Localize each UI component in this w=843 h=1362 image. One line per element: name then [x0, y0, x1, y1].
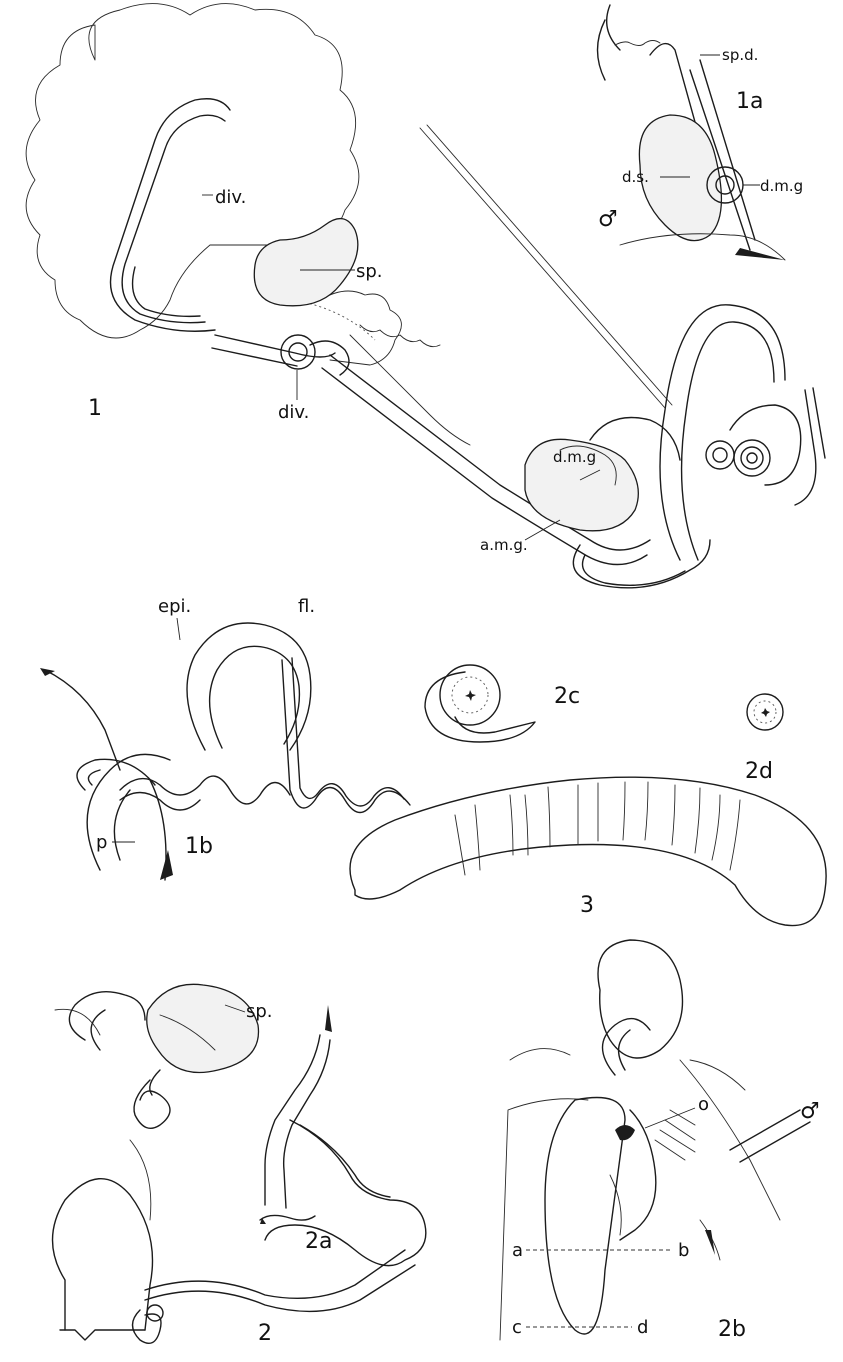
- label-amg-fig1: a.m.g.: [480, 536, 528, 554]
- figure-number-1b: 1b: [185, 834, 213, 859]
- label-spd-fig1a: sp.d.: [722, 46, 758, 64]
- label-ds-fig1a: d.s.: [622, 168, 649, 186]
- label-dmg-fig1a: d.m.g: [760, 177, 803, 195]
- label-c-fig2b: c: [512, 1317, 522, 1338]
- label-sp-fig1: sp.: [356, 261, 383, 282]
- figure-number-3: 3: [580, 893, 594, 918]
- figure-2b-detail: [500, 940, 810, 1340]
- label-p-fig1b: p: [96, 832, 107, 853]
- figure-1-reproductive-system: [26, 4, 825, 588]
- label-d-fig2b: d: [637, 1317, 648, 1338]
- figure-2c-cross-section: [425, 665, 535, 742]
- label-male-fig1a: ♂: [598, 207, 618, 232]
- figure-number-2a: 2a: [305, 1229, 332, 1254]
- figure-number-1a: 1a: [736, 89, 763, 114]
- figure-labels: 1 1a 1b 2 2a 2b 2c 2d 3 div. div. sp. d.…: [88, 46, 820, 1346]
- figure-2d-cross-section: [747, 694, 783, 730]
- figure-number-2d: 2d: [745, 759, 773, 784]
- label-div-upper: div.: [215, 187, 246, 208]
- label-fl-fig1b: fl.: [298, 596, 315, 617]
- figure-2-genitalia: [53, 984, 416, 1343]
- figure-1a-detail: [598, 5, 786, 260]
- label-epi-fig1b: epi.: [158, 596, 191, 617]
- figure-number-1: 1: [88, 396, 102, 421]
- figure-number-2b: 2b: [718, 1317, 746, 1342]
- label-o-fig2b: o: [698, 1094, 709, 1115]
- figure-number-2: 2: [258, 1321, 272, 1346]
- figure-number-2c: 2c: [554, 684, 580, 709]
- label-div-lower: div.: [278, 402, 309, 423]
- label-dmg-fig1: d.m.g: [553, 448, 596, 466]
- label-b-fig2b: b: [678, 1240, 689, 1261]
- label-a-fig2b: a: [512, 1240, 523, 1261]
- label-male-fig2b: ♂: [800, 1099, 820, 1124]
- figure-2a-detail: [260, 1005, 426, 1266]
- label-sp-fig2: sp.: [246, 1001, 273, 1022]
